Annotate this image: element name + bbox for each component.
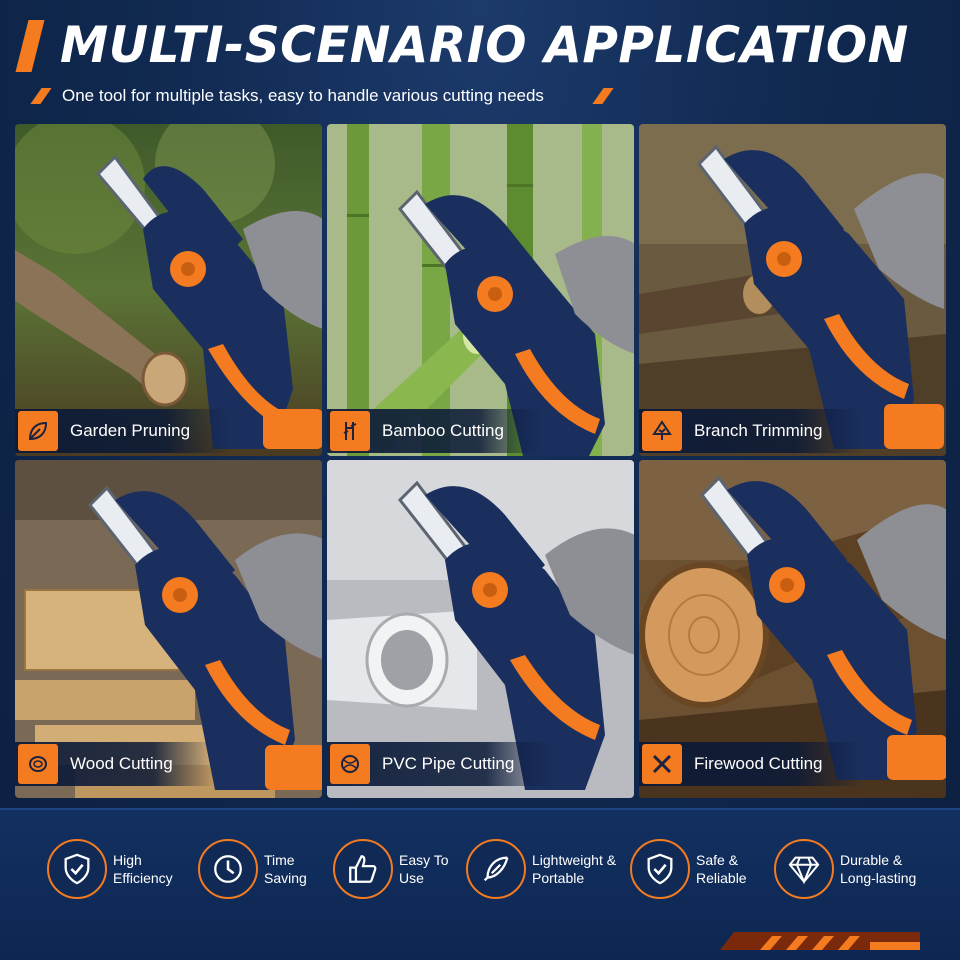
scenario-card-firewood-cutting: Firewood Cutting bbox=[639, 460, 946, 798]
thumbs-up-icon bbox=[333, 839, 393, 899]
chainsaw-image bbox=[397, 189, 634, 456]
scenario-label: Bamboo Cutting bbox=[327, 409, 544, 453]
leaf-icon bbox=[18, 411, 58, 451]
scenario-label: Branch Trimming bbox=[639, 409, 863, 453]
page-title: MULTI-SCENARIO APPLICATION bbox=[60, 16, 909, 74]
chainsaw-image bbox=[700, 475, 946, 780]
feature-high-efficiency: High Efficiency bbox=[47, 834, 173, 904]
feature-safe-reliable: Safe & Reliable bbox=[630, 834, 747, 904]
scenario-label-text: Garden Pruning bbox=[70, 421, 191, 440]
shield-check-icon bbox=[630, 839, 690, 899]
crossed-logs-icon bbox=[642, 744, 682, 784]
wood-log-icon bbox=[18, 744, 58, 784]
feature-label: Safe & Reliable bbox=[696, 852, 747, 886]
pipe-icon bbox=[330, 744, 370, 784]
chainsaw-image bbox=[697, 144, 944, 449]
feature-label: High Efficiency bbox=[113, 852, 173, 886]
feature-label: Lightweight & Portable bbox=[532, 852, 617, 886]
clock-icon bbox=[198, 839, 258, 899]
scenario-label: Firewood Cutting bbox=[639, 742, 863, 786]
scenario-card-pvc-pipe-cutting: PVC Pipe Cutting bbox=[327, 460, 634, 798]
feature-label: Time Saving bbox=[264, 852, 307, 886]
features-divider bbox=[0, 808, 960, 810]
scenario-card-garden-pruning: Garden Pruning bbox=[15, 124, 322, 456]
scenario-card-bamboo-cutting: Bamboo Cutting bbox=[327, 124, 634, 456]
scenario-label: Garden Pruning bbox=[15, 409, 231, 453]
scenario-label-text: PVC Pipe Cutting bbox=[382, 754, 515, 773]
feature-easy-to-use: Easy To Use bbox=[333, 834, 449, 904]
tree-icon bbox=[642, 411, 682, 451]
subtitle-slash-right bbox=[592, 88, 614, 104]
feature-durable-long-lasting: Durable & Long-lasting bbox=[774, 834, 916, 904]
scenario-label: PVC Pipe Cutting bbox=[327, 742, 555, 786]
shield-check-icon bbox=[47, 839, 107, 899]
chainsaw-image bbox=[397, 480, 634, 790]
scenario-label-text: Bamboo Cutting bbox=[382, 421, 504, 440]
scenario-label-text: Branch Trimming bbox=[694, 421, 823, 440]
decorative-stripes bbox=[720, 932, 920, 950]
scenario-label: Wood Cutting bbox=[15, 742, 213, 786]
scenario-card-branch-trimming: Branch Trimming bbox=[639, 124, 946, 456]
scenario-label-text: Firewood Cutting bbox=[694, 754, 823, 773]
chainsaw-image bbox=[95, 154, 322, 449]
feature-time-saving: Time Saving bbox=[198, 834, 307, 904]
bamboo-icon bbox=[330, 411, 370, 451]
chainsaw-image bbox=[87, 485, 322, 790]
feature-label: Easy To Use bbox=[399, 852, 449, 886]
scenario-card-wood-cutting: Wood Cutting bbox=[15, 460, 322, 798]
feather-icon bbox=[466, 839, 526, 899]
feature-lightweight-portable: Lightweight & Portable bbox=[466, 834, 616, 904]
diamond-icon bbox=[774, 839, 834, 899]
feature-label: Durable & Long-lasting bbox=[840, 852, 917, 886]
page-subtitle: One tool for multiple tasks, easy to han… bbox=[62, 86, 544, 105]
scenario-label-text: Wood Cutting bbox=[70, 754, 173, 773]
title-accent-bar bbox=[15, 20, 45, 72]
subtitle-slash-left bbox=[30, 88, 52, 104]
